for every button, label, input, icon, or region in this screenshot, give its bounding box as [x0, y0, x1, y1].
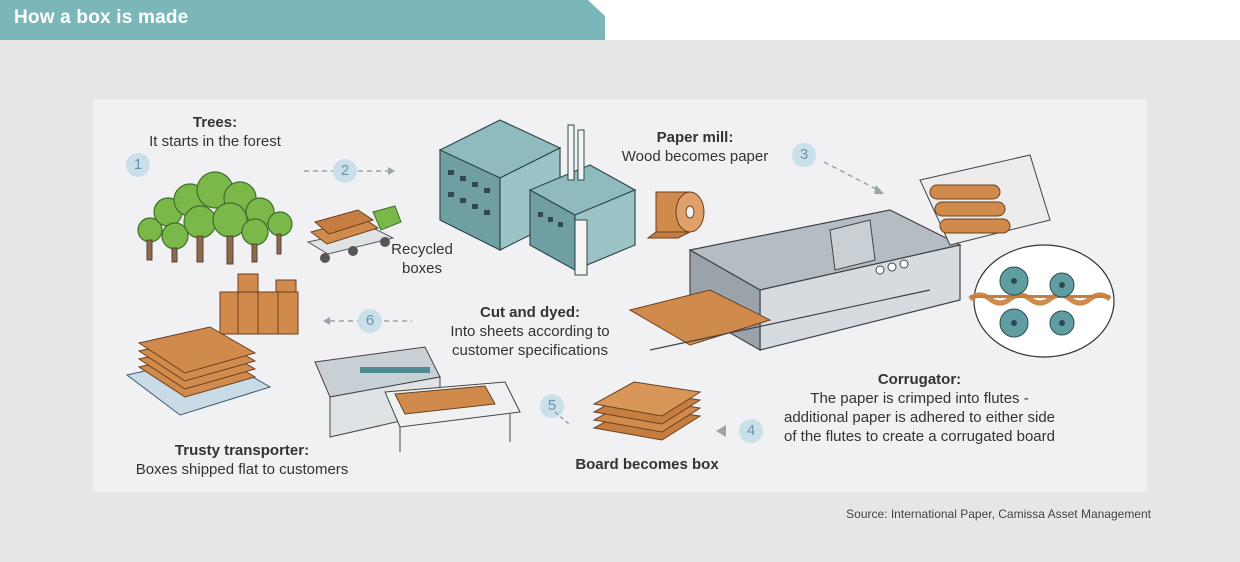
- pallet-illustration: [125, 326, 272, 416]
- step-1-text: It starts in the forest: [149, 133, 281, 150]
- corrugator-machine: [628, 154, 1051, 352]
- step-6-number: 6: [358, 309, 382, 333]
- arrow-4-to-board: [716, 425, 726, 437]
- source-note: Source: International Paper, Camissa Ass…: [846, 507, 1151, 521]
- step-5-number: 5: [540, 394, 564, 418]
- step-5-label: Cut and dyed: Into sheets according to c…: [440, 303, 620, 360]
- step-3-text: Wood becomes paper: [621, 148, 769, 165]
- step-6-label: Trusty transporter: Boxes shipped flat t…: [120, 441, 364, 479]
- folded-box-illustration: [219, 273, 299, 335]
- paper-mill-building: [438, 119, 637, 276]
- flute-detail-zoom: [968, 244, 1115, 358]
- board-stack-illustration: [592, 381, 702, 441]
- arrow-5-to-6: [323, 317, 412, 325]
- step-5-text: Into sheets according to customer specif…: [450, 323, 610, 359]
- arrow-5: [554, 411, 570, 425]
- page-title: How a box is made: [14, 7, 189, 28]
- title-banner: How a box is made: [0, 0, 605, 40]
- corrugator-text: The paper is crimped into flutes - addit…: [783, 390, 1056, 445]
- arrow-1-to-2: [304, 167, 395, 175]
- corrugator-heading: Corrugator:: [877, 371, 962, 388]
- step-3-heading: Paper mill:: [656, 129, 734, 146]
- step-6-text: Boxes shipped flat to customers: [135, 461, 349, 478]
- step-1-number: 1: [126, 153, 150, 177]
- step-2-text: Recycled boxes: [391, 241, 453, 277]
- step-6-heading: Trusty transporter:: [174, 442, 310, 459]
- step-1-label: Trees: It starts in the forest: [130, 113, 300, 151]
- arrow-3-to-corrugator: [823, 161, 884, 194]
- step-4-label: Board becomes box: [568, 455, 726, 474]
- truck-illustration: [306, 205, 402, 263]
- paper-roll-illustration: [646, 191, 705, 239]
- step-4-text: Board becomes box: [575, 456, 719, 473]
- trees-illustration: [137, 171, 293, 265]
- cutting-machine: [314, 346, 521, 452]
- step-5-heading: Cut and dyed:: [480, 304, 580, 321]
- step-3-label: Paper mill: Wood becomes paper: [600, 128, 790, 166]
- step-2-number: 2: [333, 159, 357, 183]
- step-1-heading: Trees:: [192, 114, 238, 131]
- step-3-number: 3: [792, 143, 816, 167]
- step-4-number: 4: [739, 419, 763, 443]
- corrugator-label: Corrugator: The paper is crimped into fl…: [782, 370, 1057, 446]
- step-2-label: Recycled boxes: [382, 240, 462, 278]
